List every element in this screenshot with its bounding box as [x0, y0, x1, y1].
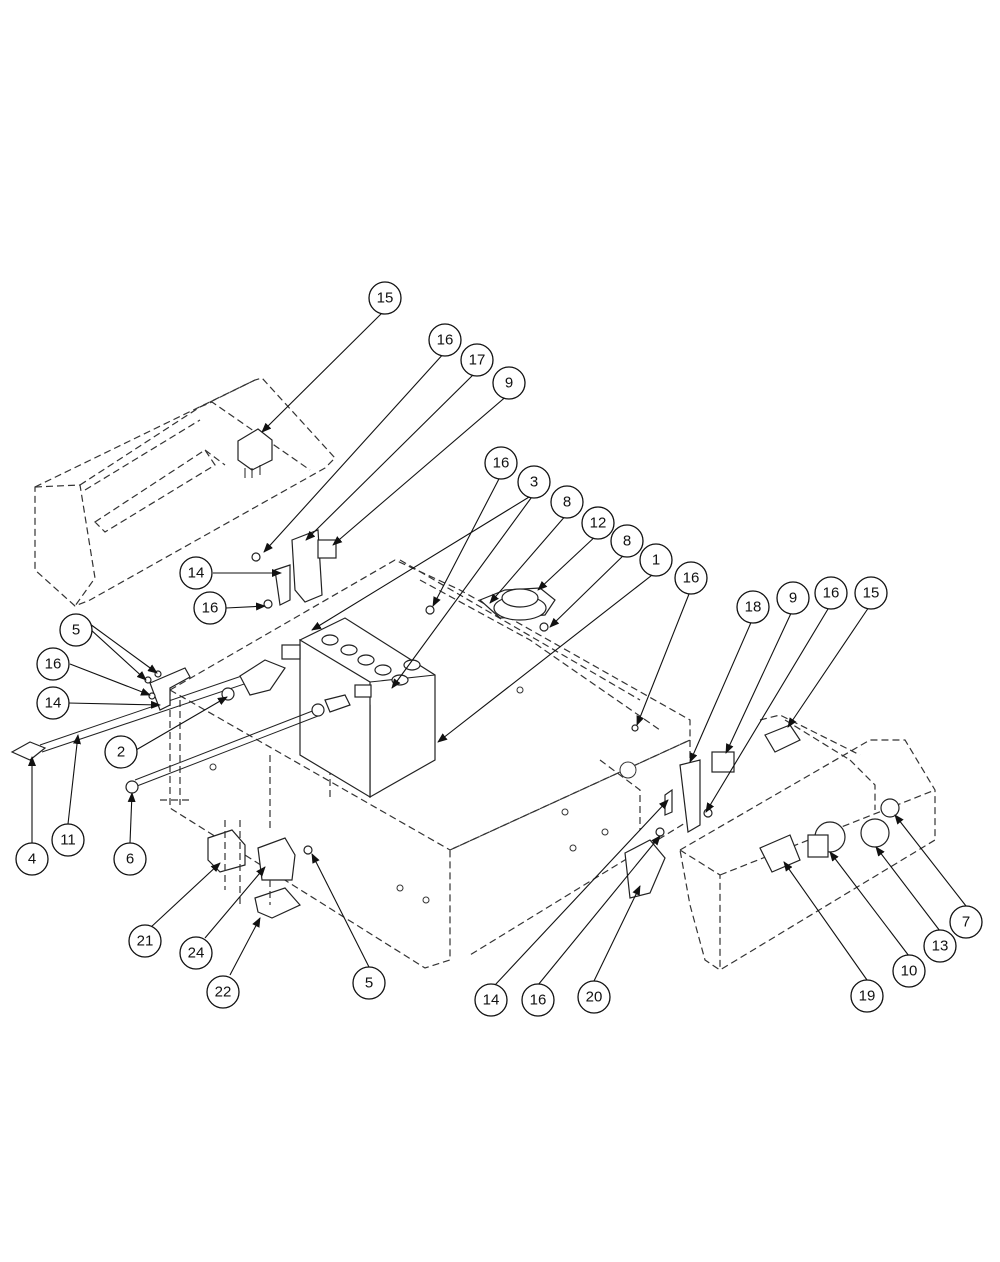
svg-text:22: 22	[215, 984, 232, 1001]
relay-upper	[237, 428, 273, 478]
callout-balloon: 16	[428, 323, 462, 357]
svg-text:24: 24	[188, 945, 205, 962]
leader-lines	[28, 309, 967, 986]
svg-text:16: 16	[823, 585, 840, 602]
svg-text:9: 9	[789, 590, 797, 607]
callout-balloon: 3	[517, 465, 551, 499]
callout-balloon: 6	[113, 842, 147, 876]
svg-text:16: 16	[683, 570, 700, 587]
callout-balloon: 14	[179, 556, 213, 590]
svg-text:6: 6	[126, 851, 134, 868]
main-chassis-frame	[160, 559, 691, 969]
callout-balloon: 1	[639, 543, 673, 577]
svg-text:5: 5	[365, 975, 373, 992]
callout-balloon: 18	[736, 590, 770, 624]
callout-balloon: 21	[128, 924, 162, 958]
callout-balloon: 14	[474, 983, 508, 1017]
callout-balloon: 9	[776, 581, 810, 615]
console-switches	[759, 798, 900, 873]
callout-balloon: 9	[492, 366, 526, 400]
svg-text:15: 15	[863, 585, 880, 602]
callout-balloon: 19	[850, 979, 884, 1013]
callout-balloon: 10	[892, 954, 926, 988]
svg-text:16: 16	[45, 656, 62, 673]
svg-text:14: 14	[188, 565, 205, 582]
callout-balloon: 5	[352, 966, 386, 1000]
callout-balloon: 16	[674, 561, 708, 595]
svg-text:17: 17	[469, 352, 486, 369]
callout-balloon: 16	[36, 647, 70, 681]
svg-text:14: 14	[483, 992, 500, 1009]
callout-balloons: 15 16 17 9 16 3 8 12 8 1 16 18 9 16 15 1…	[15, 281, 983, 1017]
svg-text:16: 16	[493, 455, 510, 472]
right-bracket-parts	[624, 724, 801, 899]
callout-balloon: 13	[923, 929, 957, 963]
battery	[298, 617, 436, 799]
callout-balloon: 2	[104, 735, 138, 769]
svg-text:15: 15	[377, 290, 394, 307]
svg-text:3: 3	[530, 474, 538, 491]
svg-text:10: 10	[901, 963, 918, 980]
svg-text:8: 8	[623, 533, 631, 550]
callout-balloon: 16	[193, 591, 227, 625]
callout-balloon: 16	[521, 983, 555, 1017]
callout-balloon: 22	[206, 975, 240, 1009]
svg-text:18: 18	[745, 599, 762, 616]
svg-text:7: 7	[962, 914, 970, 931]
callout-balloon: 5	[59, 613, 93, 647]
callout-balloon: 20	[577, 980, 611, 1014]
horn	[425, 587, 639, 732]
svg-text:20: 20	[586, 989, 603, 1006]
under-chassis-parts	[207, 820, 313, 919]
callout-balloon: 15	[368, 281, 402, 315]
callout-balloon: 8	[550, 485, 584, 519]
callout-balloon: 7	[949, 905, 983, 939]
callout-balloon: 16	[814, 576, 848, 610]
callout-balloon: 12	[581, 506, 615, 540]
svg-text:4: 4	[28, 851, 36, 868]
callout-balloon: 24	[179, 936, 213, 970]
callout-balloon: 11	[51, 823, 85, 857]
callout-balloon: 14	[36, 686, 70, 720]
callout-balloon: 16	[484, 446, 518, 480]
svg-text:21: 21	[137, 933, 154, 950]
svg-text:8: 8	[563, 494, 571, 511]
callout-balloon: 15	[854, 576, 888, 610]
svg-text:16: 16	[437, 332, 454, 349]
svg-text:19: 19	[859, 988, 876, 1005]
svg-text:5: 5	[72, 622, 80, 639]
callout-balloon: 8	[610, 524, 644, 558]
svg-text:9: 9	[505, 375, 513, 392]
svg-text:14: 14	[45, 695, 62, 712]
svg-text:12: 12	[590, 515, 607, 532]
svg-text:1: 1	[652, 552, 660, 569]
svg-text:16: 16	[202, 600, 219, 617]
svg-text:13: 13	[932, 938, 949, 955]
svg-text:11: 11	[60, 832, 76, 849]
callout-balloon: 17	[460, 343, 494, 377]
upper-left-console-housing	[34, 377, 336, 607]
callout-balloon: 4	[15, 842, 49, 876]
svg-text:16: 16	[530, 992, 547, 1009]
svg-text:2: 2	[117, 744, 125, 761]
